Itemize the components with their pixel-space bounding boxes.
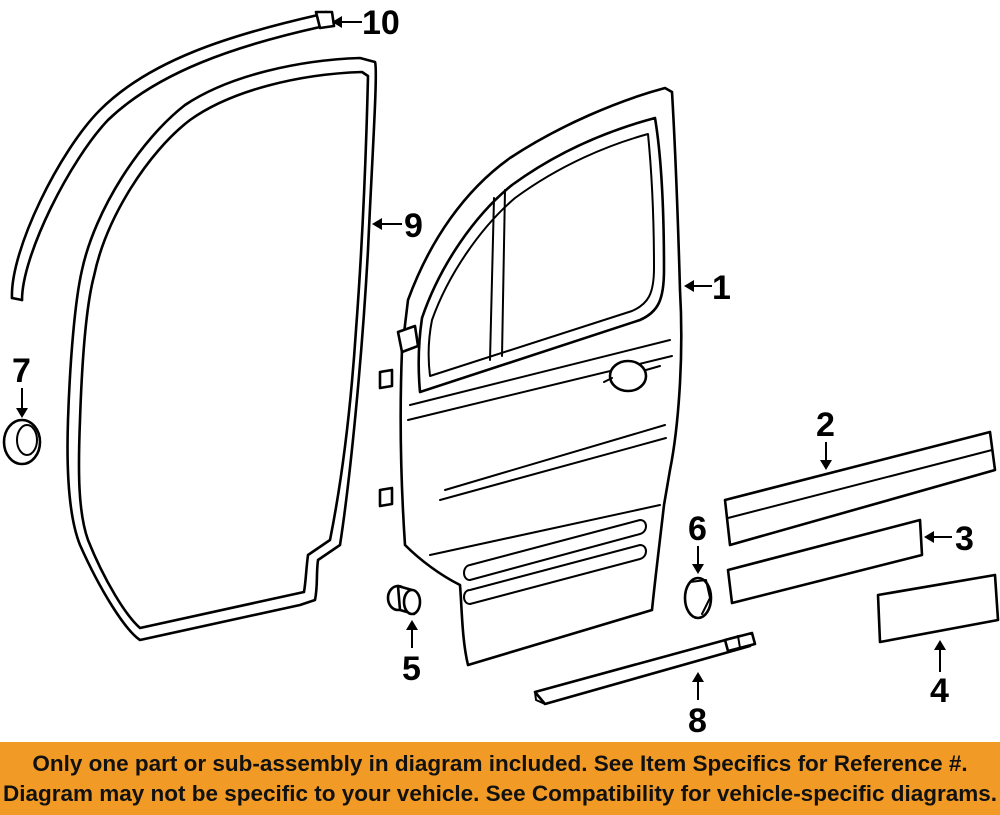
callout-3: 3 xyxy=(955,520,974,558)
part-9-door-weatherstrip xyxy=(66,56,378,642)
callout-leaders xyxy=(16,16,952,700)
part-1-door-shell xyxy=(378,86,683,667)
part-4-lower-molding xyxy=(876,573,1000,644)
callout-8: 8 xyxy=(688,702,707,740)
disclaimer-banner: Only one part or sub-assembly in diagram… xyxy=(0,742,1000,815)
part-3-middle-molding xyxy=(726,518,924,605)
part-7-plug xyxy=(2,418,42,466)
callout-2: 2 xyxy=(816,406,835,444)
callout-6: 6 xyxy=(688,510,707,548)
callout-1: 1 xyxy=(712,269,731,307)
callout-7: 7 xyxy=(12,352,31,390)
part-8-sill-molding xyxy=(533,631,757,706)
callout-5: 5 xyxy=(402,650,421,688)
disclaimer-line-1: Only one part or sub-assembly in diagram… xyxy=(32,750,968,776)
callout-4: 4 xyxy=(930,672,949,710)
callout-10: 10 xyxy=(362,4,400,42)
callout-9: 9 xyxy=(404,207,423,245)
part-2-upper-molding xyxy=(723,430,997,547)
parts-diagram: 10 9 1 7 2 3 6 5 4 8 xyxy=(2,4,1000,740)
part-10-upper-seal-strip xyxy=(10,10,336,302)
disclaimer-line-2: Diagram may not be specific to your vehi… xyxy=(2,780,998,806)
part-6-clip xyxy=(683,576,713,620)
part-5-bumper xyxy=(386,584,422,616)
